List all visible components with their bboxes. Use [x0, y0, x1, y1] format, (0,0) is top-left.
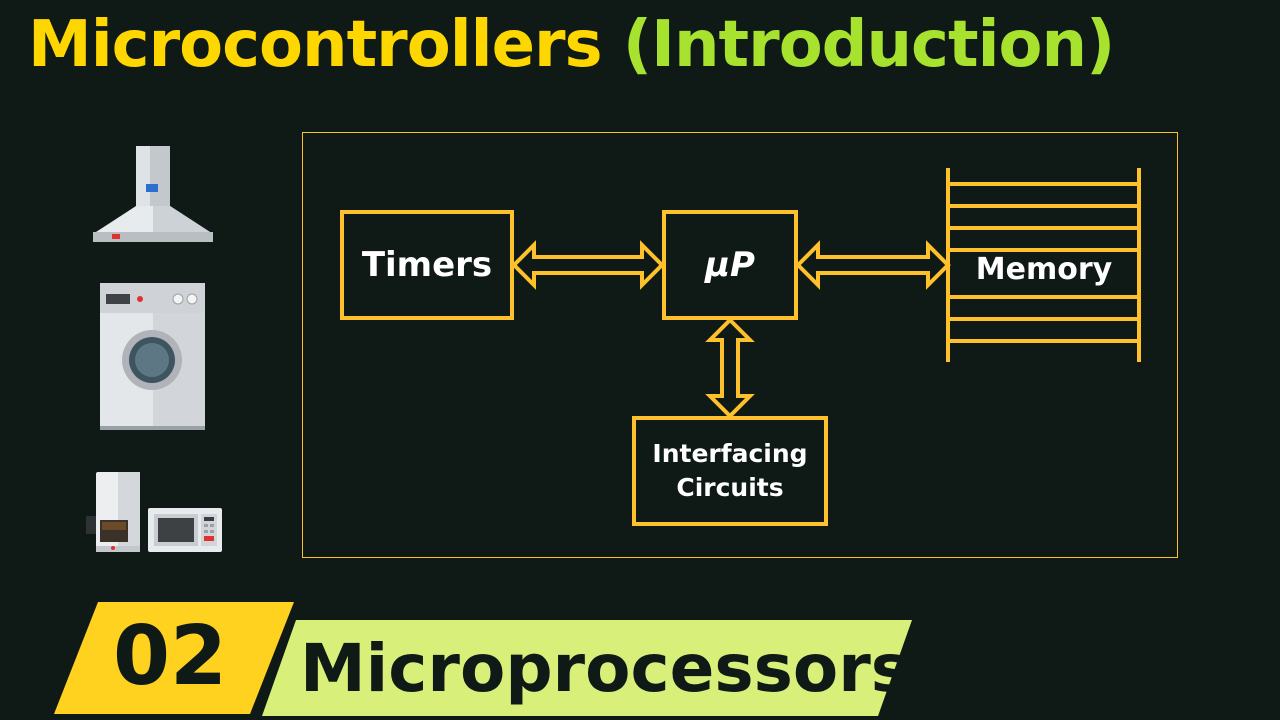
- interfacing-label-line1: Interfacing: [652, 439, 808, 469]
- arrow-up-interfacing: [705, 317, 755, 419]
- page-title: Microcontrollers (Introduction): [28, 8, 1115, 82]
- topic-title: Microprocessors: [300, 629, 911, 707]
- appliance-illustrations: [86, 146, 222, 552]
- arrow-up-memory: [795, 240, 951, 290]
- memory-label: Memory: [975, 252, 1113, 287]
- microwave-icon: [148, 508, 222, 552]
- interfacing-label-line2: Circuits: [676, 473, 784, 502]
- topic-banner: [262, 620, 912, 716]
- timers-label: Timers: [361, 245, 493, 285]
- episode-number: 02: [112, 608, 228, 704]
- microprocessor-block: μP: [662, 210, 798, 320]
- arrow-timers-up: [511, 240, 665, 290]
- coffee-maker-icon: [86, 472, 140, 552]
- interfacing-circuits-block: Interfacing Circuits: [632, 416, 828, 526]
- timers-block: Timers: [340, 210, 514, 320]
- diagram-frame: [302, 132, 1178, 558]
- range-hood-icon: [93, 146, 213, 242]
- episode-badge: [54, 602, 294, 714]
- washing-machine-icon: [100, 283, 205, 430]
- microprocessor-label: μP: [705, 245, 755, 285]
- title-main: Microcontrollers: [28, 8, 603, 82]
- memory-block: [946, 168, 1141, 362]
- title-sub: (Introduction): [622, 8, 1115, 82]
